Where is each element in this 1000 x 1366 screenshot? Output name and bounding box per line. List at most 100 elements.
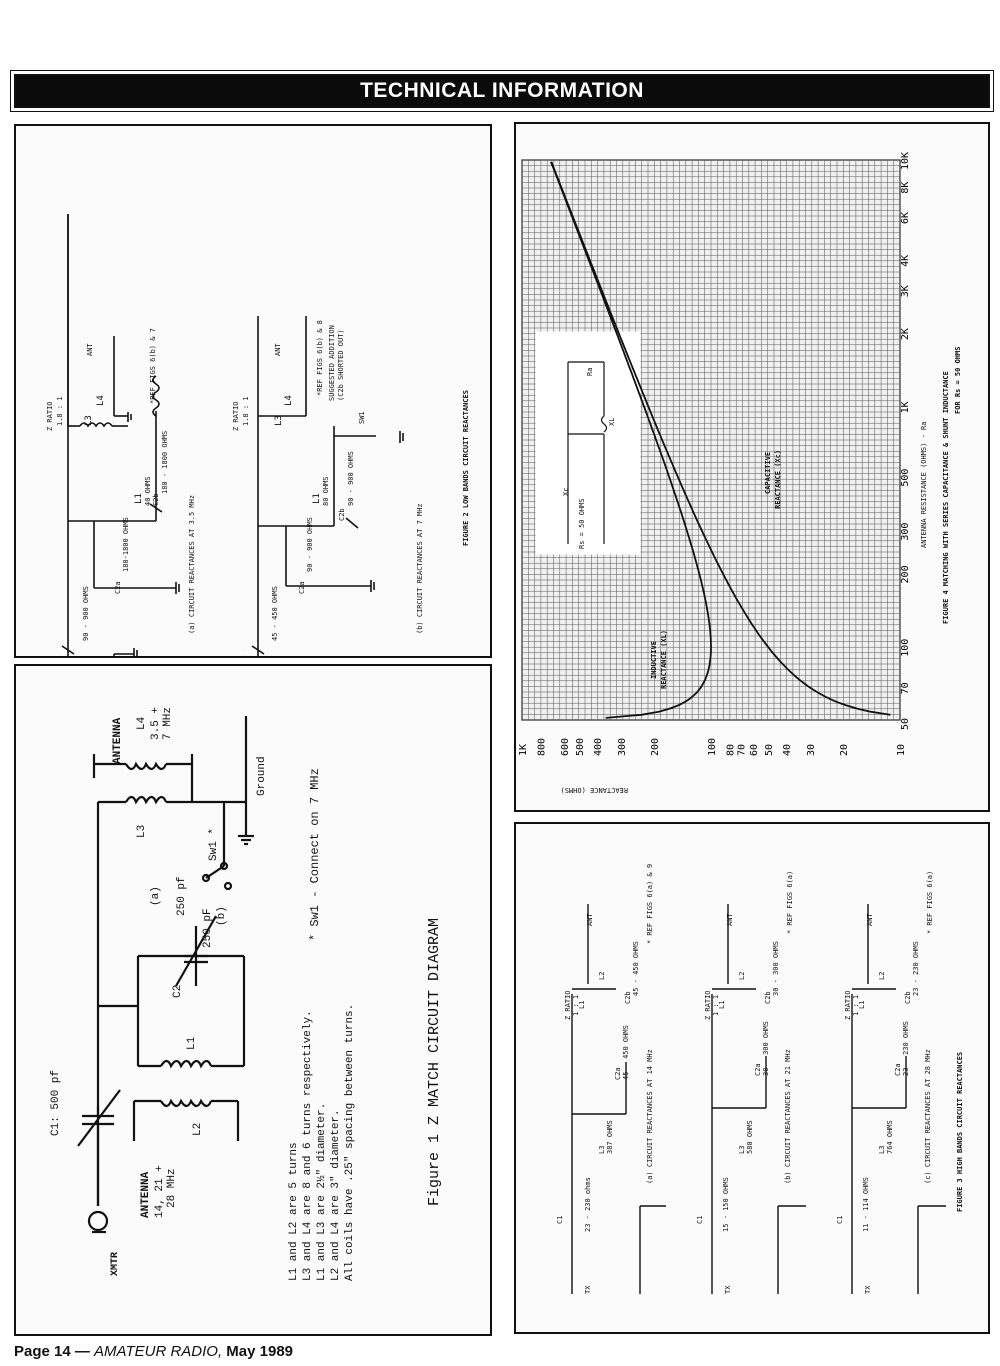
fig3a-caption: (a) CIRCUIT REACTANCES AT 14 MHz <box>646 1049 654 1184</box>
fig3b-ant: ANT <box>726 913 734 926</box>
x-tick-label: 100 <box>900 639 911 657</box>
fig2a-l4-label: L4 <box>96 395 106 406</box>
y-tick-label: 10 <box>896 744 907 756</box>
fig2a-c2b-range: 180 - 1800 OHMS <box>161 430 169 494</box>
fig3c-ref: * REF FIGS 6(a) <box>926 870 934 934</box>
label-inductive-2: REACTANCE (XL) <box>660 629 668 689</box>
fig2b-ref: *REF FIGS 6(b) & 8 <box>316 320 324 396</box>
fig3b-c1-range: 15 - 150 OHMS <box>722 1177 730 1232</box>
y-tick-label: 20 <box>839 744 850 756</box>
fig1-c2-b: (b) <box>216 906 228 926</box>
fig2a-zratio: Z RATIO <box>46 401 54 431</box>
figure-3-caption: FIGURE 3 HIGH BANDS CIRCUIT REACTANCES <box>956 1051 964 1212</box>
fig3a-l2: L2 <box>598 971 606 980</box>
section-title: TECHNICAL INFORMATION <box>360 79 644 102</box>
y-tick-label: 70 <box>736 744 747 756</box>
fig1-ground: Ground <box>256 756 268 796</box>
fig3c-l3: L3 <box>878 1145 886 1154</box>
fig2a-c2b-label: C2b <box>152 493 160 506</box>
fig3c-c2b: C2b <box>904 991 912 1004</box>
inset-ra: Ra <box>586 367 594 376</box>
fig2a-ant-label: ANT <box>86 343 94 356</box>
fig1-l2: L2 <box>192 1122 204 1136</box>
x-axis-label: ANTENNA RESISTANCE (OHMS) - Ra <box>920 421 928 548</box>
fig3a-c1: C1 <box>556 1215 564 1224</box>
fig3b-c2b: C2b <box>764 991 772 1004</box>
fig3a-tx: TX <box>584 1285 592 1294</box>
fig2b-c1-range: 45 - 450 OHMS <box>271 586 279 641</box>
inset-xl: XL <box>608 417 616 426</box>
fig3a-ref: * REF FIGS 6(a) & 9 <box>646 863 654 944</box>
fig2b-l1-value: 80 OHMS <box>322 476 330 506</box>
x-tick-label: 10K <box>900 152 911 170</box>
fig3c-zratio: Z RATIO <box>844 990 852 1020</box>
fig3b-l3-value: 580 OHMS <box>746 1120 754 1154</box>
capacitive-reactance-curve <box>550 161 891 716</box>
inset-schematic-bg <box>535 331 641 555</box>
fig3b-caption: (b) CIRCUIT REACTANCES AT 21 MHz <box>784 1049 792 1184</box>
y-tick-label: 40 <box>782 744 793 756</box>
fig3b-l1: L1 <box>718 1000 726 1009</box>
inset-xc: Xc <box>562 487 570 496</box>
y-tick-label: 1K <box>518 744 529 756</box>
figure-1-schematic <box>77 716 254 1234</box>
fig1-note-5: All coils have .25" spacing between turn… <box>344 1003 356 1281</box>
fig2b-zratio: Z RATIO <box>232 401 240 431</box>
fig1-c2-a: (a) <box>150 886 162 906</box>
fig3b-c2a: C2a <box>754 1063 762 1076</box>
fig3b-tx: TX <box>724 1285 732 1294</box>
inset-rs: Rs = 50 OHMS <box>578 498 586 549</box>
fig2a-zratio-value: 1.8 : 1 <box>56 396 64 426</box>
fig3a-l1: L1 <box>578 1000 586 1009</box>
fig2b-c1-label: C1 <box>238 655 248 656</box>
fig3a-c2b: C2b <box>624 991 632 1004</box>
fig3c-caption: (c) CIRCUIT REACTANCES AT 28 MHz <box>924 1049 932 1184</box>
x-tick-label: 500 <box>900 469 911 487</box>
y-tick-label: 80 <box>725 744 736 756</box>
fig2a-ref: *REF FIGS 6(b) & 7 <box>149 328 157 404</box>
y-tick-label: 60 <box>749 744 760 756</box>
fig3b-ref: * REF FIGS 6(a) <box>786 870 794 934</box>
fig1-l4: L4 <box>136 716 148 730</box>
fig1-note-2: L3 and L4 are 8 and 6 turns respectively… <box>302 1010 314 1281</box>
fig1-l4-bands-2: 7 MHz <box>162 706 174 740</box>
fig1-c2: C2 <box>172 984 184 998</box>
fig3c-c2a-range: 23 - 230 OHMS <box>902 1021 910 1076</box>
fig1-l3: L3 <box>136 824 148 838</box>
x-tick-label: 50 <box>900 718 911 730</box>
fig3c-l3-value: 764 OHMS <box>886 1120 894 1154</box>
fig2b-sw1-label: SW1 <box>358 411 366 424</box>
footer-publication: AMATEUR RADIO, <box>94 1343 223 1360</box>
x-tick-label: 4K <box>900 255 911 267</box>
fig3c-c1-range: 11 - 114 OHMS <box>862 1177 870 1232</box>
x-tick-label: 2K <box>900 328 911 340</box>
fig1-note-4: L2 and L4 are 3" diameter. <box>330 1109 342 1281</box>
fig3b-l2: L2 <box>738 971 746 980</box>
fig3b-c1: C1 <box>696 1215 704 1224</box>
fig1-sw1: Sw1 * <box>208 827 220 861</box>
y-tick-label: 400 <box>593 738 604 756</box>
fig1-note-3: L1 and L3 are 2½" diameter. <box>316 1102 328 1281</box>
inductive-reactance-curve <box>550 161 712 719</box>
x-tick-label: 3K <box>900 285 911 297</box>
fig3b-l3: L3 <box>738 1145 746 1154</box>
fig2b-c2a-label: C2a <box>298 581 306 594</box>
fig3a-c2b-range: 45 - 450 OHMS <box>632 941 640 996</box>
fig3a-l3: L3 <box>598 1145 606 1154</box>
fig2a-c2a-label: C2a <box>114 581 122 594</box>
y-tick-label: 300 <box>617 738 628 756</box>
figure-4-caption: FIGURE 4 MATCHING WITH SERIES CAPACITANC… <box>942 371 950 624</box>
fig1-sw1-note: * Sw1 - Connect on 7 MHz <box>308 768 322 941</box>
fig2a-l1-value: 40 OHMS <box>144 476 152 506</box>
figure-3-panel: TX C1 23 - 230 ohms L3 387 OHMS C2a 45 -… <box>514 822 990 1334</box>
fig3a-c2a: C2a <box>614 1067 622 1080</box>
y-tick-label: 800 <box>536 738 547 756</box>
fig2a-caption: (a) CIRCUIT REACTANCES AT 3.5 MHz <box>188 494 196 634</box>
y-tick-label: 200 <box>650 738 661 756</box>
footer-date: May 1989 <box>222 1343 294 1360</box>
fig2a-c2a-range: 180-1800 OHMS <box>122 517 130 572</box>
fig3b-c2b-range: 30 - 300 OHMS <box>772 941 780 996</box>
fig2b-caption: (b) CIRCUIT REACTANCES AT 7 MHz <box>416 503 424 634</box>
fig3c-c2b-range: 23 - 230 OHMS <box>912 941 920 996</box>
figure-1-panel: ANTENNA L4 3.5 + 7 MHz L3 Sw1 * Ground (… <box>14 664 492 1336</box>
